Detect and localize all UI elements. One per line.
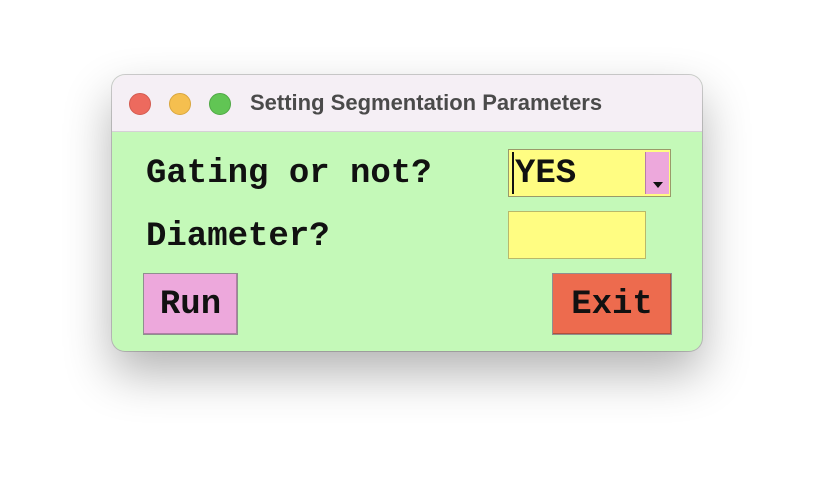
gating-select-arrow[interactable] <box>645 152 669 194</box>
exit-button[interactable]: Exit <box>552 273 672 335</box>
chevron-down-icon <box>653 182 663 188</box>
zoom-icon[interactable] <box>209 93 231 115</box>
minimize-icon[interactable] <box>169 93 191 115</box>
diameter-label: Diameter? <box>146 218 330 256</box>
gating-select-value: YES <box>512 152 576 194</box>
dialog-window: Setting Segmentation Parameters Gating o… <box>112 75 702 351</box>
run-button[interactable]: Run <box>143 273 238 335</box>
close-icon[interactable] <box>129 93 151 115</box>
title-bar[interactable]: Setting Segmentation Parameters <box>112 75 702 132</box>
diameter-input[interactable] <box>508 211 646 259</box>
window-title: Setting Segmentation Parameters <box>250 90 603 115</box>
gating-label: Gating or not? <box>146 155 432 193</box>
gating-select[interactable]: YES <box>508 149 671 197</box>
